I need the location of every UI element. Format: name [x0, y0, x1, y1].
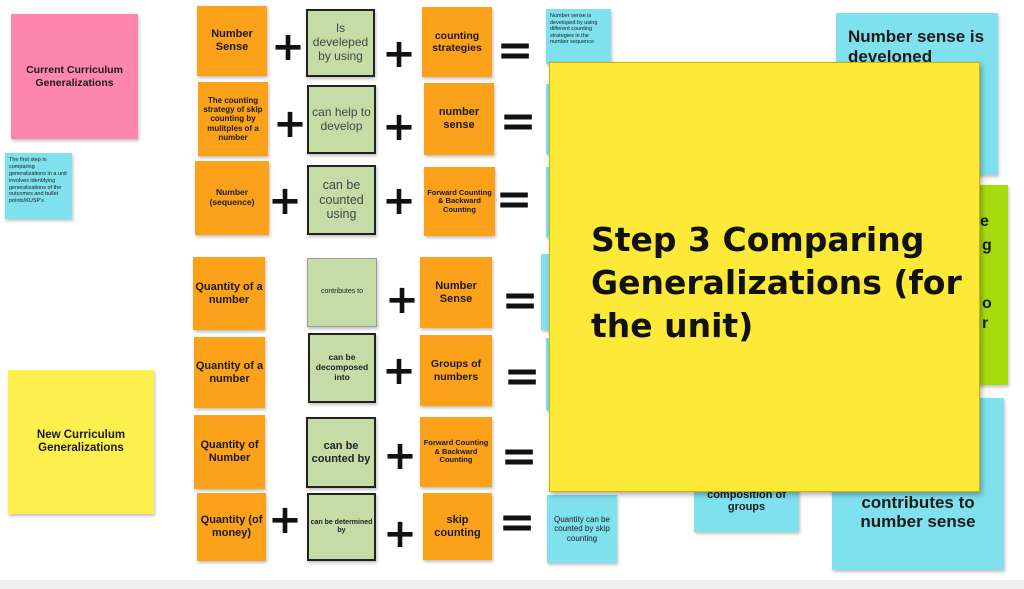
bottom-scrollbar[interactable] — [0, 580, 1024, 589]
row2-subject-text: The counting strategy of skip counting b… — [203, 96, 263, 142]
row1-subject-text: Number Sense — [211, 28, 253, 53]
row2-link-note[interactable]: can help to develop — [307, 85, 376, 154]
lime-fragment: e — [980, 213, 989, 230]
plus-symbol: + — [382, 348, 416, 394]
row4-subject-text: Quantity of a number — [195, 280, 263, 306]
current-curriculum-note[interactable]: Current Curriculum Generalizations — [11, 14, 138, 139]
row1-result-text: Number sense is developed by using diffe… — [550, 13, 598, 46]
row2-subject-note[interactable]: The counting strategy of skip counting b… — [198, 82, 268, 156]
row7-result-note[interactable]: Quantity can be counted by skip counting — [547, 495, 617, 563]
row5-subject-text: Quantity of a number — [195, 359, 264, 385]
row1-link-text: Is develeped by using — [312, 21, 369, 63]
row2-object-text: number sense — [438, 106, 480, 131]
equals-symbol: = — [498, 496, 536, 548]
current-curriculum-label: Current Curriculum Generalizations — [26, 64, 123, 89]
row1-subject-note[interactable]: Number Sense — [197, 6, 267, 76]
row6-link-text: can be counted by — [311, 439, 371, 465]
row2-object-note[interactable]: number sense — [424, 83, 494, 155]
equals-symbol: = — [501, 274, 539, 326]
lime-fragment: o — [982, 295, 992, 312]
row6-object-note[interactable]: Forward Counting & Backward Counting — [420, 417, 492, 487]
row7-subject-note[interactable]: Quantity (of money) — [197, 493, 266, 561]
row4-object-text: Number Sense — [435, 279, 477, 305]
row7-result-text: Quantity can be counted by skip counting — [553, 515, 611, 543]
plus-symbol: + — [383, 433, 417, 479]
row7-link-note[interactable]: can be determined by — [307, 493, 376, 561]
plus-symbol: + — [382, 104, 416, 150]
row3-object-text: Forward Counting & Backward Counting — [427, 187, 492, 214]
plus-symbol: + — [385, 277, 419, 323]
equals-symbol: = — [500, 430, 538, 482]
equals-symbol: = — [503, 350, 541, 402]
plus-symbol: + — [273, 101, 307, 147]
row2-link-text: can help to develop — [312, 104, 371, 133]
composition-text: composition of groups — [707, 488, 786, 514]
row6-object-text: Forward Counting & Backward Counting — [423, 438, 489, 465]
row3-subject-note[interactable]: Number (sequence) — [195, 161, 269, 235]
new-curriculum-label: New Curriculum Generalizations — [36, 428, 126, 454]
row4-subject-note[interactable]: Quantity of a number — [193, 257, 265, 330]
lime-fragment: r — [982, 315, 989, 332]
step3-title: Step 3 Comparing Generalizations (for th… — [591, 220, 962, 345]
row3-object-note[interactable]: Forward Counting & Backward Counting — [424, 167, 495, 236]
row7-object-note[interactable]: skip counting — [423, 493, 492, 560]
plus-symbol: + — [271, 24, 305, 70]
row3-link-text: can be counted using — [319, 178, 364, 222]
first-step-note[interactable]: The first step in comparing generalizati… — [5, 153, 72, 219]
row5-link-text: can be decomposed into — [315, 352, 369, 382]
row5-object-text: Groups of numbers — [430, 358, 482, 383]
row1-link-note[interactable]: Is develeped by using — [306, 9, 375, 77]
row4-link-note[interactable]: contributes to — [307, 258, 377, 327]
row3-subject-text: Number (sequence) — [209, 187, 255, 207]
row3-link-note[interactable]: can be counted using — [307, 165, 376, 235]
row7-link-text: can be determined by — [310, 518, 373, 534]
right-top-text: Number sense is develoned — [848, 27, 985, 66]
plus-symbol: + — [268, 497, 302, 543]
equals-symbol: = — [495, 173, 533, 225]
row1-object-note[interactable]: counting strategies — [422, 7, 492, 77]
row6-link-note[interactable]: can be counted by — [306, 417, 376, 488]
row7-subject-text: Quantity (of money) — [200, 514, 263, 539]
row1-result-note[interactable]: Number sense is developed by using diffe… — [546, 9, 611, 64]
row6-subject-text: Quantity of Number — [200, 439, 259, 464]
plus-symbol: + — [268, 178, 302, 224]
row4-object-note[interactable]: Number Sense — [420, 257, 492, 328]
lime-fragment: g — [982, 237, 992, 254]
row7-object-text: skip counting — [434, 513, 481, 539]
plus-symbol: + — [382, 178, 416, 224]
row6-subject-note[interactable]: Quantity of Number — [194, 415, 265, 489]
plus-symbol: + — [382, 31, 416, 77]
equals-symbol: = — [496, 24, 534, 76]
row4-link-text: contributes to — [320, 288, 364, 296]
row1-object-text: counting strategies — [432, 29, 482, 54]
equals-symbol: = — [499, 95, 537, 147]
row5-subject-note[interactable]: Quantity of a number — [194, 337, 265, 408]
new-curriculum-note[interactable]: New Curriculum Generalizations — [8, 370, 154, 514]
row5-object-note[interactable]: Groups of numbers — [420, 335, 492, 406]
contributes-text: contributes to number sense — [860, 492, 976, 532]
first-step-text: The first step in comparing generalizati… — [9, 157, 67, 205]
plus-symbol: + — [383, 511, 417, 557]
row5-link-note[interactable]: can be decomposed into — [308, 333, 376, 403]
step3-title-note[interactable]: Step 3 Comparing Generalizations (for th… — [549, 62, 980, 492]
